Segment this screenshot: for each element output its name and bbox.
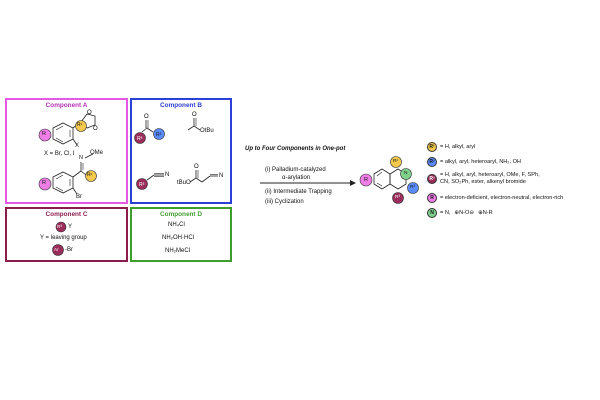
legend-row-r: R = electron-deficient, electron-neutral…	[427, 192, 563, 204]
component-c-ar-label: Ar	[54, 247, 59, 252]
component-a-r1-label-1: R¹	[77, 122, 83, 128]
product-structure	[359, 156, 419, 204]
component-a-n-label: N	[79, 155, 83, 161]
component-b-tbuo-label: tBuO	[177, 180, 191, 186]
legend-row-r1: R¹ = H, alkyl, aryl	[427, 141, 475, 153]
legend-text-r3-line1: = H, alkyl, aryl, heteroaryl, OMe, F, SP…	[440, 172, 540, 179]
component-a-panel: Component A	[5, 98, 128, 204]
component-b-nitrile-n-1: N	[165, 172, 170, 178]
component-a-structure-1: O O	[38, 110, 98, 146]
component-d-panel: Component D	[130, 207, 232, 262]
reaction-step-1a: (i) Palladium-catalyzed	[265, 167, 326, 173]
legend-chip-r3: R³	[427, 174, 437, 184]
product-r3-label: R³	[395, 195, 401, 200]
component-d-title: Component D	[160, 211, 202, 218]
legend-text-n: = N,	[440, 209, 451, 216]
reaction-arrow	[260, 180, 356, 186]
component-a-x-definition: X = Br, Cl, I	[44, 151, 75, 157]
component-d-reagent-2: NH₂OH·HCl	[162, 235, 194, 241]
component-c-ar-br: -Br	[65, 247, 73, 253]
component-c-r3y: Y	[68, 224, 73, 230]
legend-text-r2: = alkyl, aryl, heteroaryl, NH₂, OH	[440, 158, 521, 165]
reaction-step-3: (iii) Cyclization	[265, 199, 304, 205]
product-n-label: N	[404, 171, 408, 176]
component-d-reagent-3: NH₂MeCl	[165, 248, 190, 254]
component-a-structure-2	[38, 153, 97, 195]
component-b-r3-label-1: R³	[137, 136, 143, 142]
component-c-y-definition: Y = leaving group	[40, 235, 87, 241]
legend-chip-r1: R¹	[427, 142, 437, 152]
legend-text-r1: = H, alkyl, aryl	[440, 143, 476, 150]
component-c-title: Component C	[45, 211, 88, 218]
component-c-ar-chip	[52, 244, 64, 256]
legend-chip-n: N	[427, 208, 437, 218]
svg-text:O: O	[192, 112, 197, 118]
component-b-title: Component B	[160, 102, 202, 109]
component-a-r-label-1: R	[42, 131, 46, 137]
component-a-title: Component A	[45, 102, 88, 109]
svg-text:O: O	[194, 164, 199, 170]
product-r2-label: R²	[410, 185, 416, 190]
component-d-reagent-1: NH₄Cl	[168, 222, 185, 228]
reaction-step-1b: α-arylation	[282, 175, 311, 181]
legend-chip-r: R	[427, 193, 437, 203]
component-c-panel: Component C	[5, 207, 128, 262]
component-a-r1-label-2: R¹	[87, 172, 93, 178]
component-b-nitrile-n-2: N	[219, 173, 224, 179]
legend-text-r3-line2: CN, SO₂Ph, ester, alkenyl bromide	[440, 179, 526, 185]
legend-row-r2: R² = alkyl, aryl, heteroaryl, NH₂, OH	[427, 156, 521, 168]
component-b-r3-label-2: R³	[139, 182, 145, 188]
svg-text:O: O	[93, 126, 98, 132]
legend-chip-r2: R²	[427, 157, 437, 167]
product-r1-label: R¹	[393, 159, 399, 164]
legend-row-r3: R³ = H, alkyl, aryl, heteroaryl, OMe, F,…	[427, 171, 540, 187]
reaction-heading: Up to Four Components in One-pot	[245, 146, 346, 152]
legend-row-n: N = N, ⊕N-O⊖ ⊕N-R	[427, 207, 493, 219]
component-b-otbu-label: OtBu	[200, 128, 214, 134]
component-a-x-label: X	[75, 143, 80, 149]
svg-text:O: O	[87, 110, 92, 116]
component-c-r3-chip	[55, 221, 67, 233]
reaction-step-2: (ii) Intermediate Trapping	[265, 189, 332, 195]
product-r-label: R	[364, 177, 368, 183]
component-c-r3-chip-label: R³	[57, 224, 62, 229]
svg-text:O: O	[144, 114, 149, 120]
legend-n-alkyl: ⊕N-R	[478, 209, 493, 216]
legend-text-r: = electron-deficient, electron-neutral, …	[440, 194, 564, 201]
legend-n-oxide: ⊕N-O⊖	[454, 209, 475, 216]
component-a-br-label: Br	[76, 194, 82, 200]
component-b-structures: O O O	[134, 112, 218, 190]
component-b-panel: Component B	[130, 98, 232, 204]
component-a-ome-label: OMe	[90, 150, 104, 156]
component-b-r2-label: R²	[156, 132, 162, 138]
component-a-r-label-2: R	[42, 180, 46, 186]
